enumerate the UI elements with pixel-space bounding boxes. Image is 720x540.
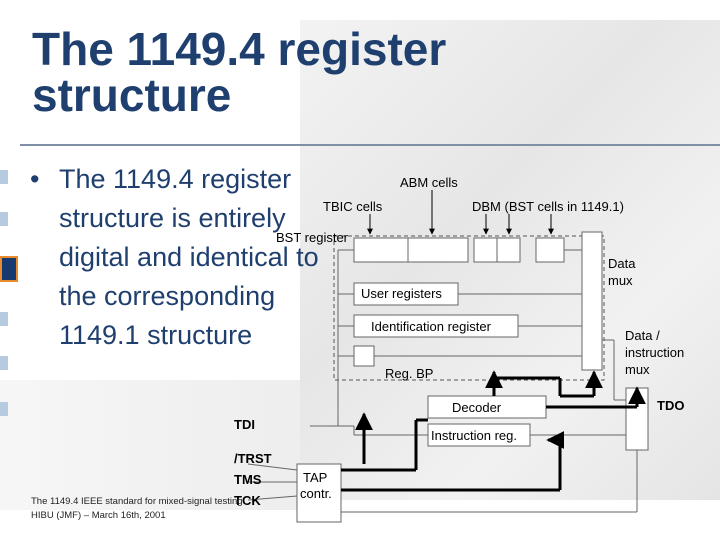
tbic-abm-cell-block (353, 237, 469, 263)
dbm-cell-block-right (535, 237, 565, 263)
bullet-text: The 1149.4 register structure is entirel… (59, 164, 319, 350)
abm-cells-label: ABM cells (400, 175, 458, 190)
side-marker (0, 402, 8, 416)
bst-register-outline (333, 235, 605, 381)
side-marker (0, 312, 8, 326)
slide-title: The 1149.4 register structure (32, 23, 447, 121)
data-mux-label: Data mux (608, 256, 639, 288)
side-marker (0, 212, 8, 226)
bst-register-label: BST register (276, 230, 349, 245)
tms-label: TMS (234, 472, 262, 487)
decoder-label: Decoder (452, 400, 502, 415)
bullet-marker: • (30, 164, 40, 194)
identification-register-label: Identification register (371, 319, 492, 334)
tdo-label: TDO (657, 398, 684, 413)
dbm-cells-label: DBM (BST cells in 1149.1) (472, 199, 624, 214)
footer-line-2: HIBU (JMF) – March 16th, 2001 (31, 510, 166, 521)
bypass-register-block (353, 345, 375, 367)
slide-footer: The 1149.4 IEEE standard for mixed-signa… (31, 495, 291, 523)
title-divider (20, 144, 720, 146)
user-registers-label: User registers (361, 286, 442, 301)
footer-line-1: The 1149.4 IEEE standard for mixed-signa… (31, 496, 243, 507)
data-instruction-mux-label: Data / instruction mux (625, 328, 688, 377)
side-marker (0, 356, 8, 370)
tap-controller-block (296, 463, 342, 523)
trst-label: /TRST (234, 451, 272, 466)
instruction-reg-label: Instruction reg. (431, 428, 517, 443)
data-mux-block (581, 231, 603, 371)
tbic-cells-label: TBIC cells (323, 199, 383, 214)
side-marker-active (0, 256, 18, 282)
side-marker (0, 170, 8, 184)
data-mux-label-line1: Data (608, 256, 636, 271)
chip-background-photo-lower (0, 380, 300, 510)
tdi-label: TDI (234, 417, 255, 432)
tck-label: TCK (234, 493, 261, 508)
data-mux-label-line2: mux (608, 273, 633, 288)
tap-controller-label: TAP contr. (300, 470, 332, 501)
reg-bp-label: Reg. BP (385, 366, 433, 381)
